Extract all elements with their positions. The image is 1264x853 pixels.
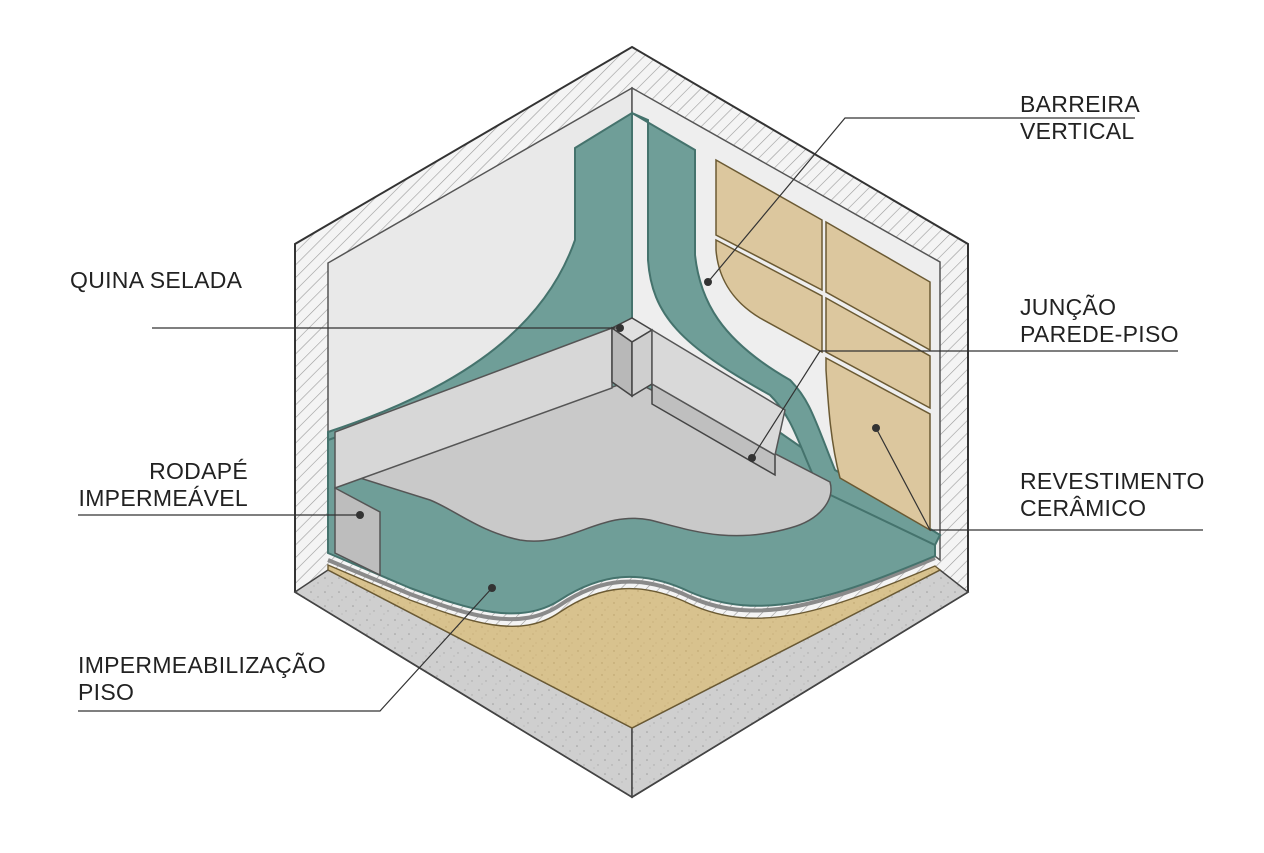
label-line: IMPERMEÁVEL <box>78 485 248 511</box>
label-quina-selada: QUINA SELADA <box>70 267 242 294</box>
label-line: IMPERMEABILIZAÇÃO <box>78 652 326 678</box>
label-line: BARREIRA <box>1020 91 1140 117</box>
label-line: REVESTIMENTO <box>1020 468 1205 494</box>
vertical-barrier-membrane <box>631 112 942 547</box>
label-barreira-vertical: BARREIRA VERTICAL <box>1020 91 1140 145</box>
label-line: PISO <box>78 679 135 705</box>
label-impermeabilizacao-piso: IMPERMEABILIZAÇÃO PISO <box>78 652 326 706</box>
label-line: JUNÇÃO <box>1020 294 1117 320</box>
label-rodape-impermeavel: RODAPÉ IMPERMEÁVEL <box>78 458 248 512</box>
label-line: VERTICAL <box>1020 118 1135 144</box>
screed-layer <box>327 563 942 729</box>
label-line: RODAPÉ <box>149 458 248 484</box>
floor-interior <box>357 379 832 542</box>
leader-dots <box>356 278 880 592</box>
leader-lines <box>78 117 1203 712</box>
label-line: CERÂMICO <box>1020 495 1147 521</box>
label-revestimento-ceramico: REVESTIMENTO CERÂMICO <box>1020 468 1205 522</box>
ceramic-tiles <box>715 158 931 532</box>
label-line: PAREDE-PISO <box>1020 321 1179 347</box>
junction-strip-top <box>651 328 786 457</box>
label-juncao-parede-piso: JUNÇÃO PAREDE-PISO <box>1020 294 1179 348</box>
separation-layer <box>327 556 936 622</box>
label-line: QUINA SELADA <box>70 267 243 293</box>
skirting-left-return <box>334 486 381 577</box>
